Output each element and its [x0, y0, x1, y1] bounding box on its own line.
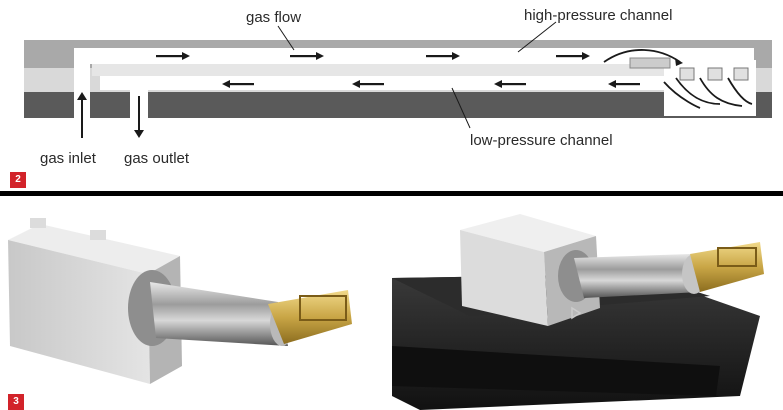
block-tab-right [90, 230, 106, 240]
brass-frame-left [299, 295, 347, 321]
block-top-right [460, 214, 596, 252]
label-gas-inlet: gas inlet [40, 150, 97, 167]
label-gas-flow: gas flow [246, 9, 301, 26]
play-icon [571, 306, 582, 320]
nozzle-block [629, 57, 671, 69]
rod-left [150, 282, 288, 346]
return-flow-curves [603, 49, 753, 109]
gas-inlet-arrow-shaft [81, 98, 83, 138]
low-pressure-arrows [222, 80, 640, 88]
figure-2-badge: 2 [10, 172, 26, 188]
channel-separator [92, 64, 672, 76]
section-divider [0, 191, 783, 196]
return-flow-arrowhead [675, 58, 683, 66]
figure-3-badge: 3 [8, 394, 24, 410]
lower-housing [24, 92, 772, 118]
brass-frame-right [717, 247, 757, 267]
gas-outlet-arrowhead [134, 130, 144, 138]
block-front-left [8, 240, 150, 384]
gas-outlet-arrow-shaft [138, 96, 140, 132]
gas-inlet-passage [74, 48, 90, 118]
label-low-pressure-channel: low-pressure channel [470, 132, 613, 149]
high-pressure-arrows [156, 52, 590, 60]
holder-render-left [8, 218, 352, 384]
block-top-left [8, 224, 180, 274]
stage-lower-layer [392, 346, 720, 396]
sample-box-1 [679, 67, 695, 81]
block-front-right [460, 230, 548, 326]
sample-box-2 [707, 67, 723, 81]
block-tab-left [30, 218, 46, 228]
rod-right [574, 254, 700, 298]
gas-inlet-arrowhead [77, 92, 87, 100]
gas-flow-schematic: gas flow high-pressure channel gas inlet… [24, 7, 772, 167]
leader-lines [277, 21, 557, 129]
brass-holder-left [268, 290, 352, 344]
label-high-pressure-channel: high-pressure channel [524, 7, 672, 24]
high-pressure-channel [74, 48, 754, 64]
label-gas-outlet: gas outlet [124, 150, 190, 167]
holder-render-right [392, 214, 764, 410]
holder-renderings [8, 214, 764, 410]
sample-box-3 [733, 67, 749, 81]
